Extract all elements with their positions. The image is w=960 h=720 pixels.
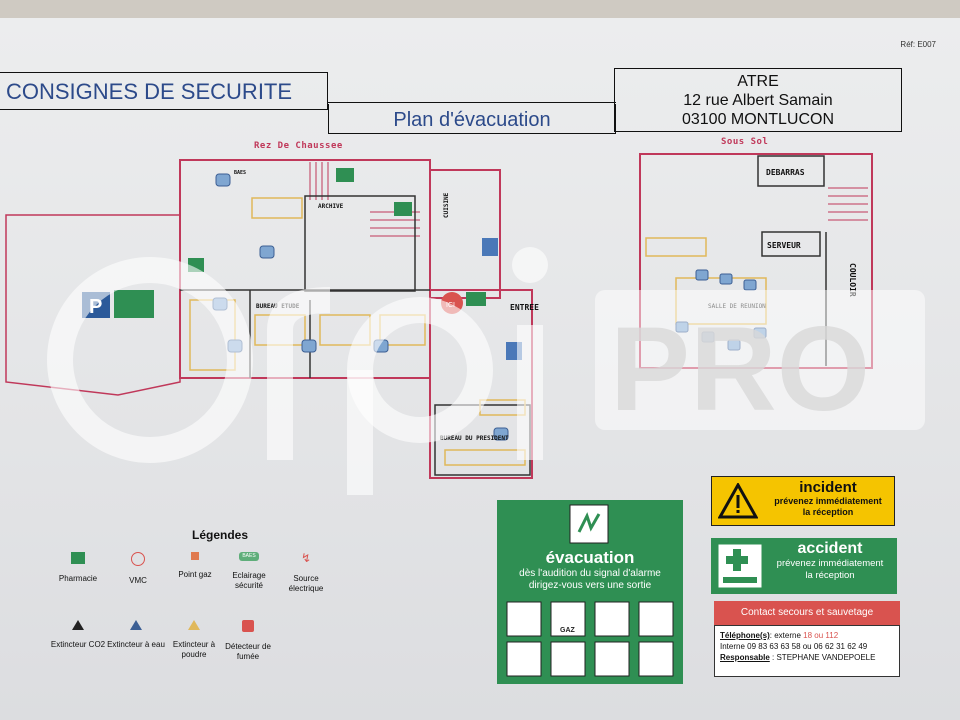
basement-walls <box>757 155 827 366</box>
bureau-etude-label: BUREAU ETUDE <box>256 303 300 310</box>
powder-extinguisher-icon <box>188 620 200 630</box>
contact-box: Téléphone(s): externe 18 ou 112 Interne … <box>714 625 900 677</box>
archive-label-1: ARCHIVE <box>318 203 344 210</box>
pharmacy-icon <box>71 552 85 564</box>
gas-point-icon <box>191 552 199 560</box>
baes-label: BAES <box>234 170 246 176</box>
evacuation-line2: dirigez-vous vers une sortie <box>528 580 652 591</box>
basement-desk <box>645 237 707 257</box>
contact-internal: Interne 09 83 63 63 58 ou 06 62 31 62 49 <box>720 642 868 651</box>
desks <box>189 197 526 466</box>
bureau-president-label: BUREAU DU PRESIDENT <box>440 435 509 442</box>
reference-code: Réf: E007 <box>900 40 936 49</box>
address-city: 03100 MONTLUCON <box>681 111 835 128</box>
legend-safety-light: BAES Eclairage sécurité <box>232 552 266 590</box>
basement-stairs <box>828 187 868 221</box>
phone-label: Téléphone(s) <box>720 631 770 640</box>
alarm-icon <box>569 504 609 544</box>
legend-vmc: VMC <box>108 552 168 586</box>
meeting-room-label: SALLE DE REUNION <box>708 303 766 310</box>
stairs <box>309 162 420 237</box>
instruction-pictograms: GAZ <box>506 601 674 677</box>
first-aid-icon <box>717 543 763 589</box>
evacuation-title: évacuation <box>545 548 635 567</box>
legend-electric: ↯ Source électrique <box>288 551 324 593</box>
accident-line1: prévenez immédiatement <box>776 558 884 569</box>
legend-water: Extincteur à eau <box>106 620 166 650</box>
legend-powder: Extincteur à poudre <box>164 620 224 660</box>
contact-phone-line: Téléphone(s): externe 18 ou 112 <box>720 630 894 641</box>
warning-icon <box>718 483 758 519</box>
accident-panel: accident prévenez immédiatement la récep… <box>711 538 897 594</box>
evacuation-line1: dès l'audition du signal d'alarme <box>519 568 661 579</box>
vmc-icon <box>131 552 145 566</box>
plan-subtitle: Plan d'évacuation <box>328 104 616 134</box>
responsible-label: Responsable <box>720 653 770 662</box>
interior-walls <box>180 195 531 476</box>
legend-smoke: Détecteur de fumée <box>218 620 278 662</box>
contact-responsible-line: Responsable : STEPHANE VANDEPOELE <box>720 652 894 663</box>
wall-background <box>0 0 960 22</box>
legend-pharmacy: Pharmacie <box>48 552 108 584</box>
safety-light-icon: BAES <box>239 552 259 561</box>
contact-header: Contact secours et sauvetage <box>714 601 900 625</box>
title-divider <box>328 102 616 103</box>
legend-co2: Extincteur CO2 <box>48 620 108 650</box>
couloir-label: COULOIR <box>848 263 857 297</box>
parking-letter: P <box>89 296 102 318</box>
assembly-point-sign <box>114 290 154 318</box>
incident-panel: incident prévenez immédiatement la récep… <box>711 476 895 526</box>
debarras-label: DEBARRAS <box>766 168 805 177</box>
water-extinguisher-icon <box>130 620 142 630</box>
legend-title: Légendes <box>192 528 249 542</box>
incident-line2: la réception <box>802 507 854 517</box>
incident-title: incident <box>799 479 857 496</box>
phone-external-prefix: : externe <box>769 631 804 640</box>
accident-line2: la réception <box>805 570 855 581</box>
safety-title: CONSIGNES DE SECURITE <box>0 72 328 110</box>
address-street: 12 rue Albert Samain <box>683 92 833 109</box>
gaz-pictogram-label: GAZ <box>560 627 576 634</box>
legend-gas: Point gaz <box>165 552 225 580</box>
address-company: ATRE <box>737 73 779 90</box>
electric-source-icon: ↯ <box>300 551 312 565</box>
cuisine-label: CUISINE <box>443 192 450 218</box>
kitchen-wall <box>429 169 501 299</box>
evacuation-panel: évacuation dès l'audition du signal d'al… <box>497 500 683 684</box>
phone-external: 18 ou 112 <box>803 631 839 640</box>
exit-signs <box>188 168 522 360</box>
smoke-detector-icon <box>242 620 254 632</box>
meeting-chairs <box>675 269 767 351</box>
ground-floor-label: Rez De Chaussee <box>254 141 343 151</box>
incident-line1: prévenez immédiatement <box>774 496 882 506</box>
you-are-here-text: ICI <box>446 302 455 309</box>
entrance-label: ENTREE PRINCIPALE <box>510 303 540 312</box>
ground-floor-plan: ICI P ARCHIVE BUREAU ETUDE CUISINE BUREA… <box>5 159 540 479</box>
serveur-label: SERVEUR <box>767 241 801 250</box>
co2-extinguisher-icon <box>72 620 84 630</box>
responsible-name: : STEPHANE VANDEPOELE <box>769 653 876 662</box>
address-block: ATRE 12 rue Albert Samain 03100 MONTLUCO… <box>614 68 902 132</box>
basement-label: Sous Sol <box>721 137 769 147</box>
accident-title: accident <box>797 540 863 557</box>
basement-plan: DEBARRAS SERVEUR COULOIR SALLE DE REUNIO… <box>639 153 873 369</box>
